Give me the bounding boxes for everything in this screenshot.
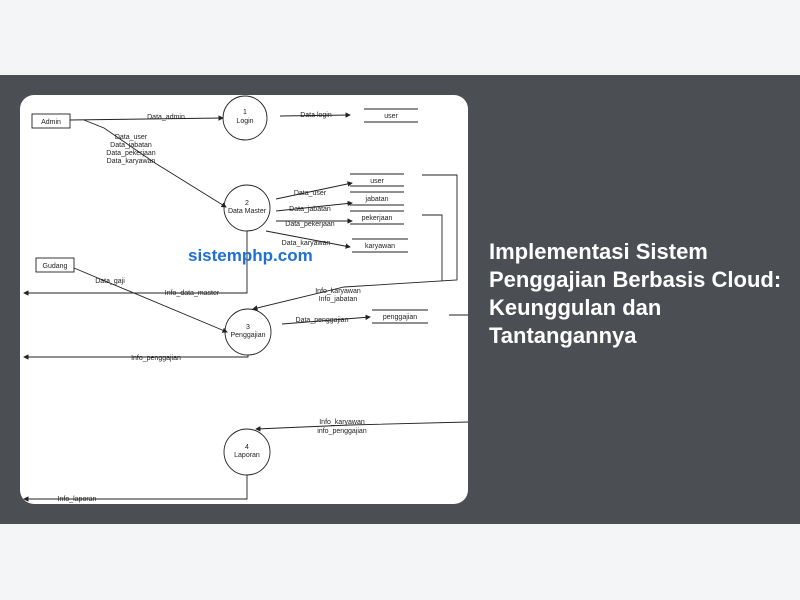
entity-gudang — [35, 257, 75, 273]
store-penggajian — [372, 309, 428, 324]
store-karyawan — [352, 238, 408, 253]
flow-lap-info-karyawan-label: Info_karyawan — [319, 419, 365, 426]
watermark-text: sistemphp.com — [188, 246, 313, 265]
store-user-label: user — [370, 178, 384, 185]
flow-dm-karyawan-label: Data_karyawan — [282, 240, 331, 247]
flow-admin-master-label-4: Data_karyawan — [107, 158, 156, 165]
store-user-login-label: user — [384, 113, 398, 120]
store-user — [350, 173, 404, 187]
process-login-number: 1 — [243, 109, 247, 116]
flow-info-data-master-label: Info_data_master — [165, 290, 220, 297]
flow-dm-jabatan-label: Data_jabatan — [289, 206, 331, 213]
flow-data-gaji-label: Data_gaji — [95, 278, 125, 285]
flow-admin-master-label-1: Data_user — [115, 134, 148, 141]
flow-info-jabatan-label: Info_jabatan — [319, 296, 358, 303]
flow-data-login-label: Data login — [300, 112, 332, 119]
store-karyawan-label: karyawan — [365, 243, 395, 250]
entity-admin — [31, 113, 71, 129]
store-jabatan-label: jabatan — [365, 196, 389, 203]
flow-lap-info-penggajian-label: info_penggajian — [317, 428, 367, 435]
flow-data-admin-label: Data_admin — [147, 114, 185, 121]
entity-admin-label: Admin — [41, 119, 61, 126]
flow-data-penggajian-label: Data_penggajian — [296, 317, 349, 324]
flow-info-penggajian-label: Info_penggajian — [131, 355, 181, 362]
process-data-master-name: Data Master — [228, 208, 267, 215]
flow-admin-master-label-2: Data_jabatan — [110, 142, 152, 149]
store-jabatan — [350, 191, 404, 206]
article-thumbnail[interactable]: Admin Gudang 1 Login 2 Data Master 3 Pen… — [20, 95, 468, 504]
store-pekerjaan-label: pekerjaan — [362, 215, 393, 222]
process-data-master-number: 2 — [245, 200, 249, 207]
process-penggajian-name: Penggajian — [230, 332, 265, 339]
store-user-login — [364, 108, 418, 123]
process-laporan-name: Laporan — [234, 452, 260, 459]
process-login-name: Login — [236, 118, 253, 125]
flow-info-laporan-label: Info_laporan — [58, 496, 97, 503]
entity-gudang-label: Gudang — [43, 263, 68, 270]
process-penggajian-number: 3 — [246, 324, 250, 331]
store-penggajian-label: penggajian — [383, 314, 417, 321]
flow-info-karyawan-label: Info_karyawan — [315, 288, 361, 295]
process-laporan-number: 4 — [245, 444, 249, 451]
flow-dm-pekerjaan-label: Data_pekerjaan — [285, 221, 335, 228]
flow-dm-user-label: Data_user — [294, 190, 327, 197]
flow-admin-master-label-3: Data_pekerjaan — [106, 150, 156, 157]
dfd-diagram: Admin Gudang 1 Login 2 Data Master 3 Pen… — [23, 95, 468, 503]
article-title[interactable]: Implementasi Sistem Penggajian Berbasis … — [489, 239, 782, 348]
store-pekerjaan — [350, 210, 404, 225]
